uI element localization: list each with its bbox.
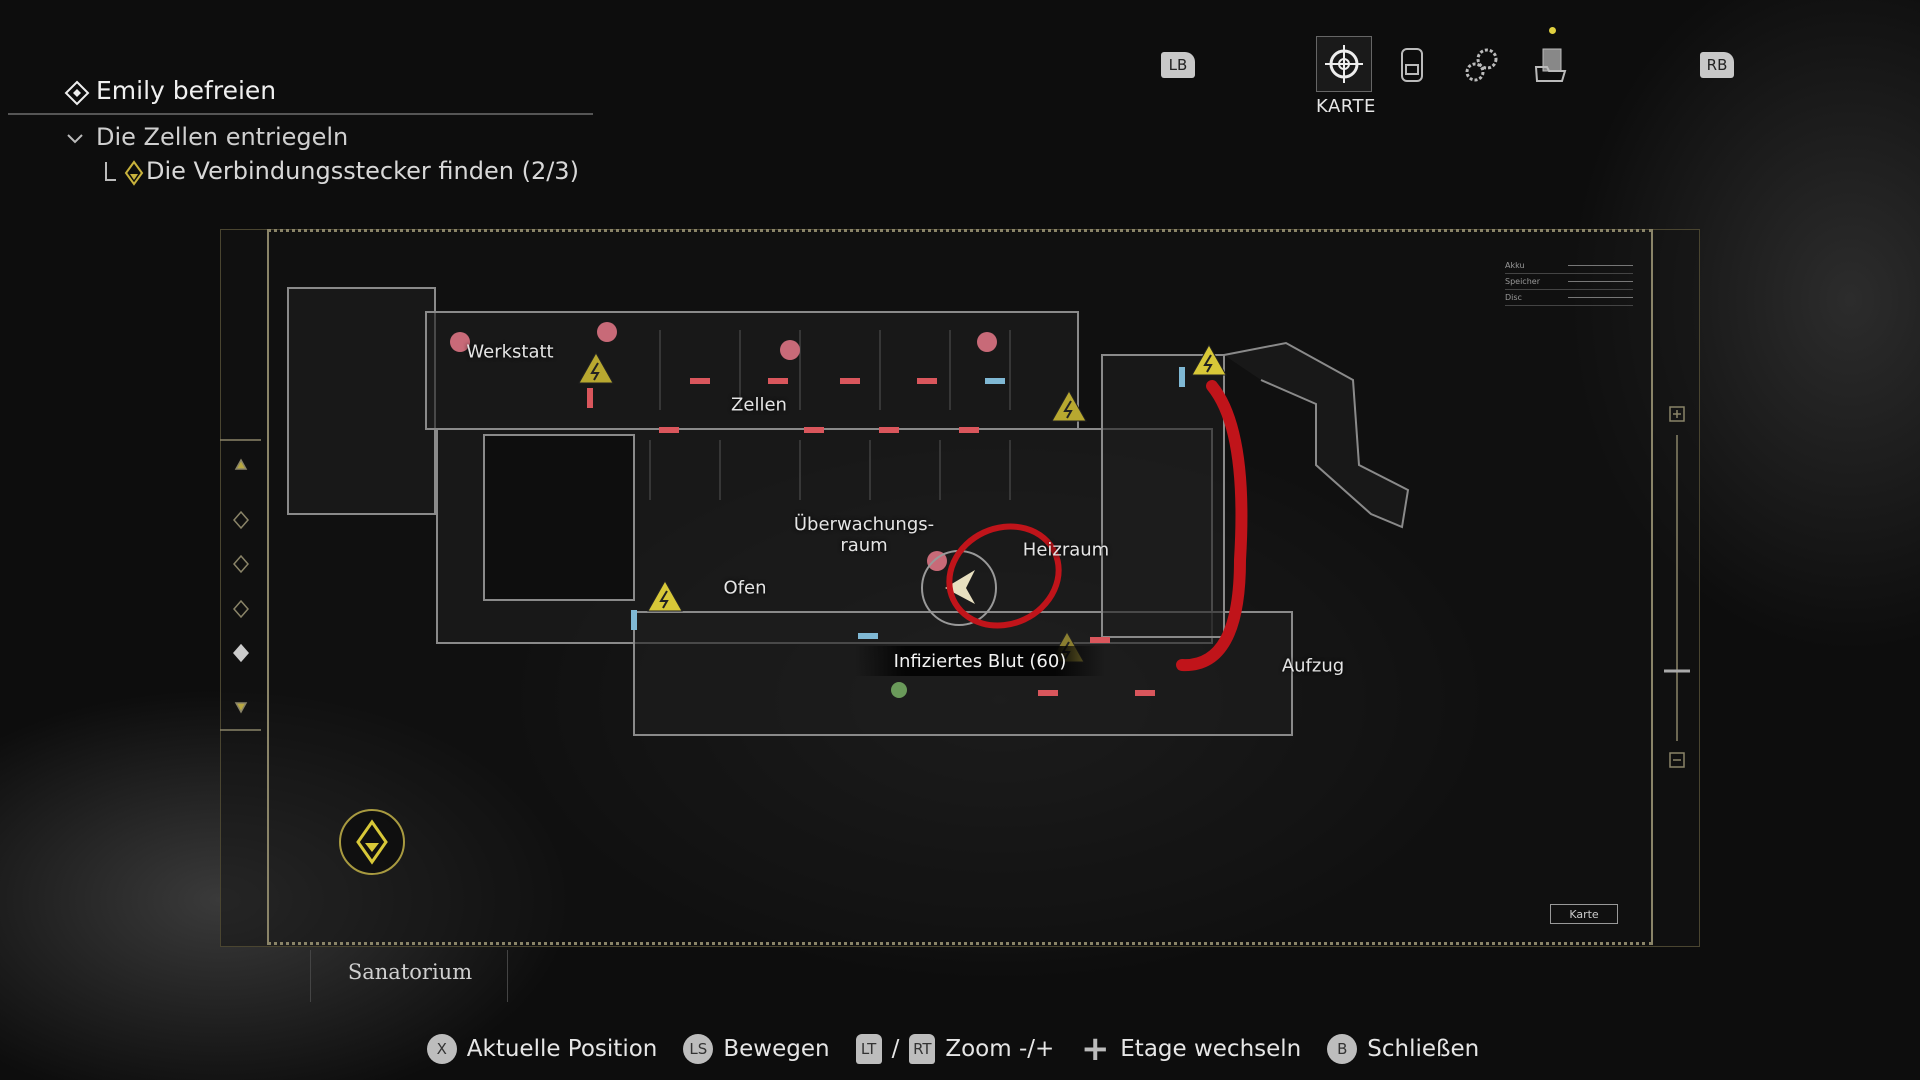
quest-subtitle: Die Zellen entriegeln (96, 123, 349, 151)
room-label-ueberwachungsraum: Überwachungs- raum (793, 514, 935, 556)
warning-icon (647, 579, 683, 612)
status-legend: Akku Speicher Disc (1505, 258, 1633, 306)
warning-icon (1191, 343, 1227, 376)
locked-door (587, 388, 593, 408)
hint-close[interactable]: B Schließen (1327, 1034, 1479, 1064)
legend-label: Speicher (1505, 277, 1540, 286)
floor-diamond (233, 510, 249, 530)
locked-door (1090, 637, 1110, 643)
blood-icon (977, 332, 997, 352)
locked-door (1038, 690, 1058, 696)
controls-bar: X Aktuelle Position LS Bewegen LT / RT Zoom -… (0, 1029, 1920, 1069)
room-snake-corridor (1223, 341, 1410, 529)
legend-label: Akku (1505, 261, 1525, 270)
room-label-werkstatt: Werkstatt (466, 341, 554, 363)
floor-diamond (233, 554, 249, 574)
locked-door (804, 427, 824, 433)
herb-icon (891, 682, 907, 698)
files-icon (1534, 48, 1567, 82)
room-inner-block (483, 434, 635, 601)
locked-door (917, 378, 937, 384)
tab-map[interactable] (1316, 36, 1372, 92)
map-viewport[interactable] (267, 229, 1653, 945)
annotation-circle (946, 523, 1062, 629)
room-label-ofen: Ofen (723, 577, 767, 599)
player-arrow-icon (945, 570, 975, 604)
unlocked-door (858, 633, 878, 639)
floor-selector (220, 439, 261, 731)
chevron-down-icon[interactable] (66, 133, 84, 145)
hint-zoom[interactable]: LT / RT Zoom -/+ (855, 1034, 1055, 1064)
tab-inventory[interactable] (1387, 40, 1437, 90)
room-cells-strip (425, 311, 1079, 430)
hint-label: Aktuelle Position (466, 1036, 658, 1062)
blood-icon (597, 322, 617, 342)
floor-up-icon (234, 458, 248, 470)
task-marker-icon (105, 160, 144, 186)
hazard-markers (578, 343, 1227, 663)
unlocked-door (631, 610, 637, 630)
hint-move[interactable]: LS Bewegen (683, 1034, 830, 1064)
room-right-tall (1101, 354, 1225, 638)
floor-down-icon (234, 702, 248, 714)
tab-crafting[interactable] (1457, 40, 1507, 90)
rt-trigger-icon: RT (909, 1034, 936, 1064)
hint-label: Bewegen (723, 1036, 830, 1062)
area-name: Sanatorium (347, 960, 473, 984)
backpack-icon (1401, 48, 1423, 82)
notification-dot (1549, 27, 1556, 34)
floor-diamond-active (233, 643, 249, 663)
quest-diamond-icon (64, 80, 90, 106)
lb-button[interactable]: LB (1161, 52, 1195, 78)
hint-change-floor[interactable]: + Etage wechseln (1080, 1029, 1302, 1069)
x-button-icon: X (426, 1034, 457, 1064)
dpad-icon: + (1081, 1029, 1110, 1069)
hint-current-position[interactable]: X Aktuelle Position (426, 1034, 658, 1064)
room-label-aufzug: Aufzug (1281, 655, 1345, 677)
objective-marker (339, 809, 405, 875)
blood-icon (450, 332, 470, 352)
locked-door (840, 378, 860, 384)
gears-icon (1465, 48, 1498, 82)
legend-label: Disc (1505, 293, 1522, 302)
b-button-icon: B (1327, 1034, 1358, 1064)
floor-diamond (233, 599, 249, 619)
tab-map-label: KARTE (1316, 96, 1376, 117)
ls-stick-icon: LS (683, 1034, 714, 1064)
warning-icon (1051, 389, 1087, 422)
locked-doors (587, 378, 1155, 696)
locked-door (690, 378, 710, 384)
tab-files[interactable] (1526, 40, 1576, 90)
compass-icon (1325, 45, 1363, 83)
unlocked-door (985, 378, 1005, 384)
hint-label: Etage wechseln (1120, 1036, 1302, 1062)
blood-icon (780, 340, 800, 360)
annotation-arrow-path (1176, 380, 1248, 672)
lt-trigger-icon: LT (855, 1034, 882, 1064)
item-tooltip: Infiziertes Blut (60) (855, 646, 1105, 676)
karte-button[interactable]: Karte (1550, 904, 1618, 924)
locked-door (879, 427, 899, 433)
hint-label: Schließen (1367, 1036, 1480, 1062)
locked-door (1135, 690, 1155, 696)
room-label-zellen: Zellen (731, 394, 787, 416)
room-left-wing (287, 287, 436, 515)
warning-icon (578, 351, 614, 384)
unlocked-door (1179, 367, 1185, 387)
locked-door (768, 378, 788, 384)
hint-label: Zoom -/+ (945, 1036, 1055, 1062)
rb-button[interactable]: RB (1700, 52, 1734, 78)
zoom-slider (1664, 406, 1690, 768)
quest-title: Emily befreien (96, 76, 277, 105)
room-label-heizraum: Heizraum (1022, 539, 1110, 561)
infected-blood-markers (450, 322, 997, 571)
quest-task: Die Verbindungsstecker finden (2/3) (146, 157, 579, 185)
locked-door (659, 427, 679, 433)
hint-separator: / (891, 1036, 900, 1062)
locked-door (959, 427, 979, 433)
divider (8, 113, 593, 115)
